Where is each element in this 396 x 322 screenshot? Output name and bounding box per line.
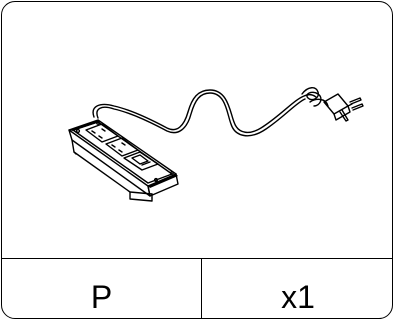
part-info-row: P x1: [2, 258, 392, 318]
part-card: P x1: [1, 1, 393, 319]
part-letter: P: [2, 259, 202, 318]
power-strip-illustration: [2, 2, 392, 257]
part-quantity: x1: [281, 278, 315, 315]
power-strip-icon: [68, 87, 364, 202]
